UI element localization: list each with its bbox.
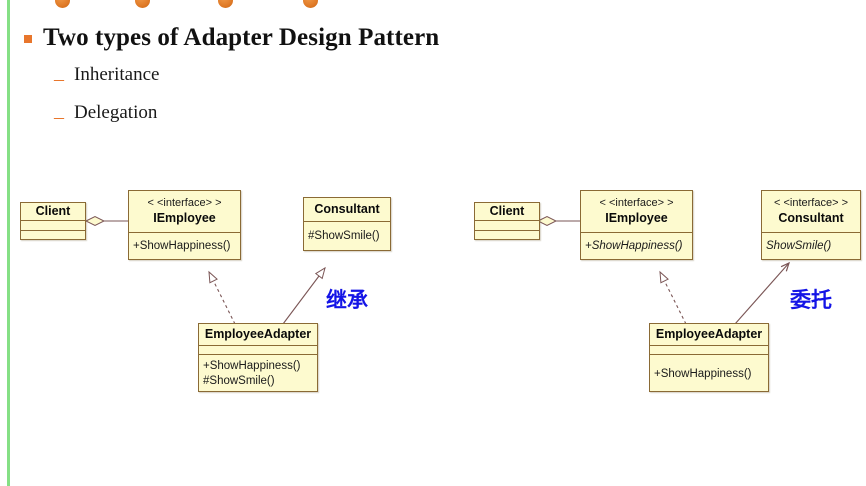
class-name: EmployeeAdapter [655, 326, 763, 341]
attributes-compartment [21, 221, 85, 231]
operations-compartment [21, 231, 85, 241]
uml-class-employeeadapter[interactable]: EmployeeAdapter +ShowHappiness() #ShowSm… [198, 323, 318, 392]
operations-compartment: +ShowHappiness() #ShowSmile() [199, 355, 317, 393]
attributes-compartment [650, 346, 768, 355]
class-name: IEmployee [153, 210, 216, 225]
class-name-compartment: Consultant [304, 198, 390, 222]
uml-class-consultant[interactable]: < <interface> > Consultant ShowSmile() [761, 190, 861, 260]
square-bullet-icon [24, 35, 32, 43]
annotation-delegation: 委托 [790, 288, 832, 312]
uml-class-iemployee[interactable]: < <interface> > IEmployee +ShowHappiness… [128, 190, 241, 260]
attributes-compartment [475, 221, 539, 231]
uml-class-consultant[interactable]: Consultant #ShowSmile() [303, 197, 391, 251]
list-item: – Delegation [54, 102, 158, 128]
operations-compartment: +ShowHappiness() [129, 233, 240, 259]
operations-compartment: #ShowSmile() [304, 222, 390, 250]
heading-bullet-row: Two types of Adapter Design Pattern [24, 24, 439, 53]
orange-dot-icon [55, 0, 70, 8]
relation-aggregation [84, 215, 128, 227]
relation-realization [659, 270, 687, 325]
class-name: Consultant [314, 201, 380, 216]
operations-compartment: +ShowHappiness() [650, 355, 768, 393]
dash-bullet-icon: – [54, 68, 64, 90]
dash-bullet-icon: – [54, 106, 64, 128]
relation-association [734, 261, 790, 325]
class-name: EmployeeAdapter [204, 326, 312, 341]
class-operation: #ShowSmile() [308, 229, 380, 242]
class-name: IEmployee [605, 210, 668, 225]
class-operation: ShowSmile() [766, 239, 832, 252]
relation-aggregation [536, 215, 580, 227]
class-name-compartment: EmployeeAdapter [650, 324, 768, 346]
relation-realization [208, 270, 236, 325]
attributes-compartment [199, 346, 317, 355]
class-name: Client [489, 203, 525, 218]
operations-compartment [475, 231, 539, 241]
class-operation: +ShowHappiness() [133, 239, 231, 252]
uml-class-client[interactable]: Client [474, 202, 540, 240]
list-item-label: Delegation [74, 102, 158, 123]
list-item: – Inheritance [54, 64, 160, 90]
left-accent-bar [7, 0, 10, 486]
uml-class-employeeadapter[interactable]: EmployeeAdapter +ShowHappiness() [649, 323, 769, 392]
page-title: Two types of Adapter Design Pattern [43, 24, 440, 51]
class-operation: +ShowHappiness() [203, 360, 301, 373]
class-operation: +ShowHappiness() [585, 239, 683, 252]
class-name-compartment: Client [21, 203, 85, 221]
class-name-compartment: EmployeeAdapter [199, 324, 317, 346]
class-name-compartment: Client [475, 203, 539, 221]
operations-compartment: +ShowHappiness() [581, 233, 692, 259]
annotation-inheritance: 继承 [326, 288, 368, 312]
orange-dot-icon [135, 0, 150, 8]
class-operation: #ShowSmile() [203, 375, 275, 387]
class-stereotype: < <interface> > [774, 196, 848, 209]
class-name-compartment: < <interface> > IEmployee [129, 191, 240, 233]
class-name-compartment: < <interface> > IEmployee [581, 191, 692, 233]
class-operation: +ShowHappiness() [654, 367, 752, 380]
decorative-dot-row [0, 0, 866, 8]
orange-dot-icon [303, 0, 318, 8]
uml-class-iemployee[interactable]: < <interface> > IEmployee +ShowHappiness… [580, 190, 693, 260]
operations-compartment: ShowSmile() [762, 233, 860, 259]
class-name: Consultant [778, 210, 844, 225]
class-stereotype: < <interface> > [147, 196, 222, 209]
class-name: Client [35, 203, 71, 218]
orange-dot-icon [218, 0, 233, 8]
relation-generalization [282, 266, 326, 325]
class-stereotype: < <interface> > [599, 196, 674, 209]
uml-class-client[interactable]: Client [20, 202, 86, 240]
class-name-compartment: < <interface> > Consultant [762, 191, 860, 233]
list-item-label: Inheritance [74, 64, 160, 85]
